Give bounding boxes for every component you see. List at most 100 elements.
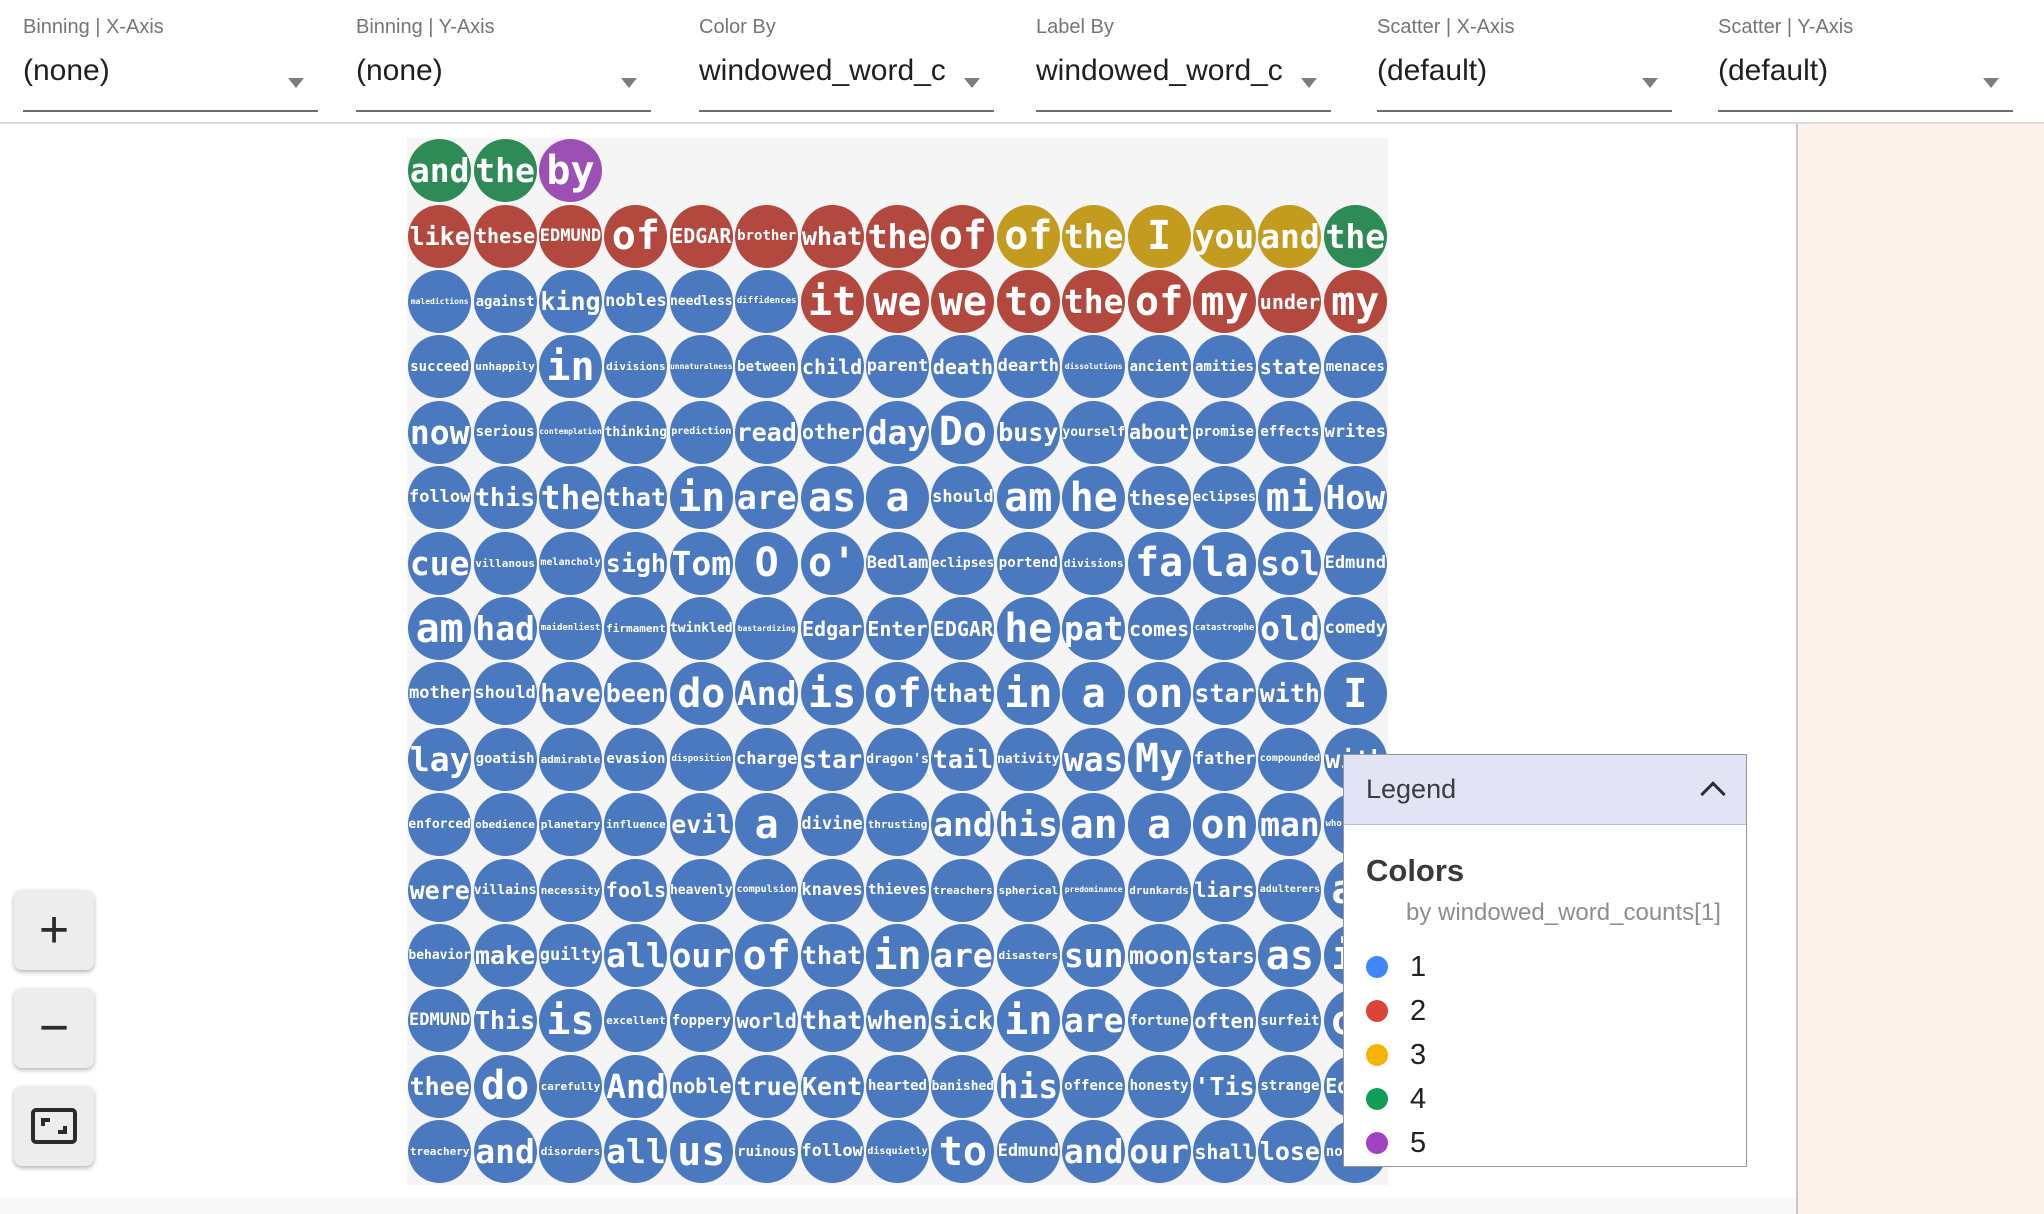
word-circle[interactable]: mi bbox=[1258, 466, 1322, 530]
dropdown-binning-y-axis[interactable]: Binning | Y-Axis (none) bbox=[356, 16, 651, 116]
word-circle[interactable]: sun bbox=[1062, 924, 1126, 987]
word-circle[interactable]: predominance bbox=[1062, 858, 1126, 922]
word-circle[interactable]: ancient bbox=[1127, 335, 1191, 399]
word-circle[interactable]: enforced bbox=[408, 793, 472, 857]
word-circle[interactable]: a bbox=[1127, 793, 1191, 857]
zoom-out-button[interactable]: − bbox=[14, 988, 94, 1068]
word-circle[interactable]: make bbox=[473, 924, 537, 987]
word-circle[interactable]: are bbox=[735, 466, 799, 530]
word-circle[interactable]: banished bbox=[931, 1054, 995, 1118]
word-circle[interactable]: state bbox=[1258, 335, 1322, 399]
legend-item[interactable]: 5 bbox=[1366, 1121, 1746, 1165]
word-circle[interactable]: on bbox=[1127, 662, 1191, 726]
word-circle[interactable]: disasters bbox=[996, 924, 1060, 987]
word-circle[interactable]: Edgar bbox=[800, 597, 864, 660]
word-circle[interactable]: dragon's bbox=[866, 727, 929, 791]
word-circle[interactable]: firmament bbox=[604, 597, 668, 660]
word-circle[interactable]: us bbox=[669, 1120, 733, 1184]
word-circle[interactable]: the bbox=[1062, 204, 1126, 268]
word-circle[interactable]: divisions bbox=[604, 335, 668, 399]
word-circle[interactable]: evil bbox=[669, 793, 733, 857]
word-circle[interactable]: do bbox=[473, 1054, 537, 1118]
word-circle[interactable]: and bbox=[473, 1120, 537, 1184]
word-circle[interactable]: on bbox=[1193, 793, 1256, 857]
word-circle[interactable]: EDMUND bbox=[539, 204, 602, 268]
word-circle[interactable]: portend bbox=[996, 531, 1060, 595]
word-circle[interactable]: Edmund bbox=[996, 1120, 1060, 1184]
word-circle[interactable]: bastardizing bbox=[735, 597, 799, 660]
word-circle[interactable]: liars bbox=[1193, 858, 1256, 922]
word-circle[interactable]: this bbox=[473, 466, 537, 530]
word-circle[interactable]: you bbox=[1193, 204, 1256, 268]
word-circle[interactable]: needless bbox=[669, 270, 733, 333]
word-circle[interactable]: when bbox=[866, 989, 929, 1053]
legend-item[interactable]: 2 bbox=[1366, 989, 1746, 1033]
word-circle[interactable]: promise bbox=[1193, 400, 1256, 464]
word-circle[interactable]: man bbox=[1258, 793, 1322, 857]
word-circle[interactable]: these bbox=[473, 204, 537, 268]
word-circle[interactable]: divine bbox=[800, 793, 864, 857]
word-circle[interactable]: should bbox=[473, 662, 537, 726]
word-circle[interactable]: O bbox=[735, 531, 799, 595]
word-circle[interactable]: his bbox=[996, 1054, 1060, 1118]
word-circle[interactable]: he bbox=[996, 597, 1060, 660]
word-circle[interactable]: am bbox=[408, 597, 472, 660]
word-circle[interactable]: maledictions bbox=[408, 270, 472, 333]
word-circle[interactable]: o' bbox=[800, 531, 864, 595]
word-circle[interactable]: king bbox=[539, 270, 602, 333]
dropdown-label-by[interactable]: Label By windowed_word_c bbox=[1036, 16, 1331, 116]
word-circle[interactable]: are bbox=[931, 924, 995, 987]
word-circle[interactable]: and bbox=[931, 793, 995, 857]
word-circle[interactable]: contemplation bbox=[539, 400, 602, 464]
word-circle[interactable]: were bbox=[408, 858, 472, 922]
word-circle[interactable]: behavior bbox=[408, 924, 472, 987]
word-circle[interactable]: charge bbox=[735, 727, 799, 791]
word-circle[interactable]: Do bbox=[931, 400, 995, 464]
word-circle[interactable]: admirable bbox=[539, 727, 602, 791]
word-circle[interactable]: fa bbox=[1127, 531, 1191, 595]
word-circle[interactable]: in bbox=[669, 466, 733, 530]
word-circle[interactable]: strange bbox=[1258, 1054, 1322, 1118]
legend-item[interactable]: 1 bbox=[1366, 945, 1746, 989]
word-circle[interactable]: disorders bbox=[539, 1120, 602, 1184]
word-circle[interactable]: our bbox=[1127, 1120, 1191, 1184]
word-circle[interactable]: sigh bbox=[604, 531, 668, 595]
word-circle[interactable]: EDGAR bbox=[931, 597, 995, 660]
word-circle[interactable]: lay bbox=[408, 727, 472, 791]
word-circle[interactable]: the bbox=[1323, 204, 1387, 268]
word-circle[interactable]: is bbox=[539, 989, 602, 1053]
word-circle[interactable]: now bbox=[408, 400, 472, 464]
word-circle[interactable]: true bbox=[735, 1054, 799, 1118]
word-circle[interactable]: surfeit bbox=[1258, 989, 1322, 1053]
word-circle[interactable]: melancholy bbox=[539, 531, 602, 595]
word-circle[interactable]: nobles bbox=[604, 270, 668, 333]
word-circle[interactable]: the bbox=[866, 204, 929, 268]
word-circle[interactable]: fortune bbox=[1127, 989, 1191, 1053]
word-circle[interactable]: evasion bbox=[604, 727, 668, 791]
word-circle[interactable]: should bbox=[931, 466, 995, 530]
word-circle[interactable]: it bbox=[800, 270, 864, 333]
word-circle[interactable]: excellent bbox=[604, 989, 668, 1053]
word-circle[interactable]: tail bbox=[931, 727, 995, 791]
word-circle[interactable]: and bbox=[1258, 204, 1322, 268]
word-circle[interactable]: of bbox=[931, 204, 995, 268]
word-circle[interactable]: world bbox=[735, 989, 799, 1053]
word-circle[interactable]: treachery bbox=[408, 1120, 472, 1184]
word-circle[interactable]: read bbox=[735, 400, 799, 464]
word-circle[interactable]: day bbox=[866, 400, 929, 464]
word-circle[interactable]: that bbox=[931, 662, 995, 726]
word-circle[interactable]: cue bbox=[408, 531, 472, 595]
word-circle[interactable]: unnaturalness bbox=[669, 335, 733, 399]
word-circle[interactable]: sol bbox=[1258, 531, 1322, 595]
word-circle[interactable]: father bbox=[1193, 727, 1256, 791]
word-circle[interactable]: what bbox=[800, 204, 864, 268]
word-circle[interactable]: compounded bbox=[1258, 727, 1322, 791]
word-circle[interactable]: amities bbox=[1193, 335, 1256, 399]
word-circle[interactable]: yourself bbox=[1062, 400, 1126, 464]
word-circle[interactable]: offence bbox=[1062, 1054, 1126, 1118]
word-circle[interactable]: necessity bbox=[539, 858, 602, 922]
word-circle[interactable]: guilty bbox=[539, 924, 602, 987]
word-circle[interactable]: I bbox=[1127, 204, 1191, 268]
legend-header[interactable]: Legend bbox=[1344, 755, 1746, 825]
